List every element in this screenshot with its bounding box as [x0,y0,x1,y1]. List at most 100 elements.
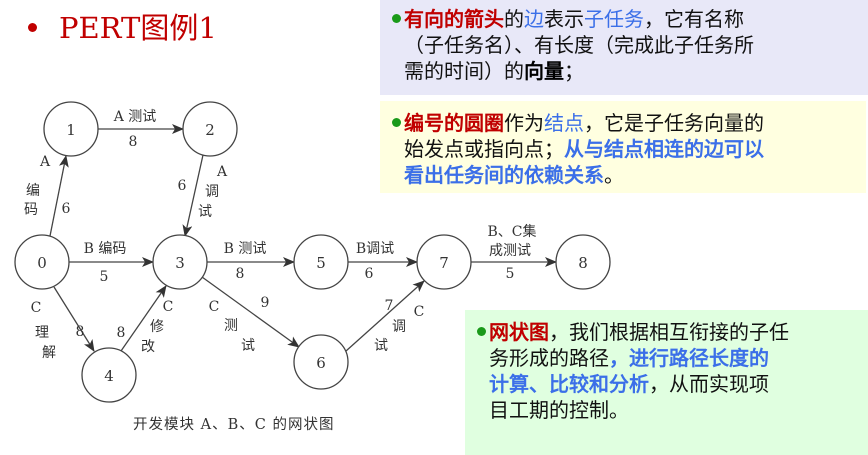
text: 目工期的控制。 [489,398,629,422]
edge-length: 6 [178,178,187,194]
edge-length: 9 [261,295,270,311]
edge-4-3 [120,285,167,352]
note-line: 计算、比较和分析，从而实现项 [477,371,858,397]
edge-0-1 [49,155,69,237]
edge-label: A 测试 [113,109,157,125]
edge-label: B 测试 [224,241,267,257]
emphasis-text: 编号的圆圈 [404,111,504,135]
edge-label: 解 [42,345,56,361]
note-line: 务形成的路径，进行路径长度的 [477,345,858,371]
emphasis-text: 计算、比较和分析 [489,372,649,396]
bullet-icon [477,327,486,336]
emphasis-text: 看出任务间的依赖关系 [404,163,604,187]
node-8 [555,234,611,290]
edge-label: 试 [241,338,255,354]
edge-label: C [163,299,174,315]
text: 务形成的路径 [489,346,609,370]
text: ，它是子任务向量的 [584,111,764,135]
diagram-caption: 开发模块 A、B、C 的网状图 [133,417,335,433]
edge-length: 7 [385,298,394,314]
node-label-4: 4 [104,367,114,385]
bullet-icon [392,118,401,127]
edge-label: 调 [205,184,219,200]
node-0 [14,234,70,290]
edge-label: 试 [198,204,212,220]
edge-length: 5 [506,266,515,282]
edge-label: 成测试 [489,243,531,259]
note-line: 目工期的控制。 [477,397,858,423]
edge-label: B、C集 [488,223,537,240]
node-3 [152,234,208,290]
node-label-0: 0 [37,254,47,272]
edge-6-7 [345,280,425,352]
text: ； [564,59,584,83]
emphasis-text: 网状图 [489,320,549,344]
slide-title: PERT图例1 [28,8,217,48]
edge-label: B调试 [356,241,394,257]
node-label-7: 7 [439,254,449,272]
edge-length: 6 [365,266,374,282]
edge-label: 测 [224,318,238,334]
node-label-6: 6 [316,354,326,372]
emphasis-text: 结点 [544,111,584,135]
node-6 [293,334,349,390]
title-text: PERT图例1 [59,11,217,45]
edge-label: 修 [150,319,164,335]
edge-label: A [216,164,228,180]
note-line: 始发点或指向点；从与结点相连的边可以 [392,136,856,162]
note-line: 需的时间）的向量； [392,58,858,84]
edge-label: 调 [392,319,406,335]
edge-label: A [39,154,51,170]
edge-label: C [209,299,220,315]
text: ，我们根据相互衔接的子任 [549,320,789,344]
node-2 [182,101,238,157]
node-label-5: 5 [316,254,326,272]
edge-label: C [414,304,425,320]
edge-length: 8 [236,266,245,282]
edge-length: 8 [117,325,126,341]
edge-3-6 [201,276,300,348]
note-line: 编号的圆圈作为结点，它是子任务向量的 [392,110,856,136]
node-label-1: 1 [66,121,76,139]
node-5 [293,234,349,290]
text: 表示 [544,7,584,31]
edge-label: 试 [374,338,388,354]
text: 的 [504,7,524,31]
title-bullet-icon [28,22,37,32]
text: 始发点或指向点； [404,137,564,161]
edge-label: B 编码 [84,241,127,257]
emphasis-text: ，进行路径长度的 [609,346,769,370]
note-line: （子任务名）、有长度（完成此子任务所 [392,32,858,58]
text: （子任务名）、有长度（完成此子任务所 [404,33,754,57]
edge-length: 8 [76,324,85,340]
text: ，它有名称 [644,7,744,31]
edge-label: C [31,300,42,316]
bullet-icon [392,14,401,23]
node-7 [416,234,472,290]
note-line: 网状图，我们根据相互衔接的子任 [477,319,858,345]
text: 需的时间）的 [404,59,524,83]
edge-2-3 [182,154,204,237]
edge-label: 改 [141,339,155,355]
node-label-3: 3 [175,254,185,272]
edge-label: 编 [26,183,40,199]
edge-label: 码 [24,202,38,218]
edge-length: 6 [62,201,71,217]
node-1 [43,101,99,157]
emphasis-text: 边 [524,7,544,31]
edge-0-4 [53,286,95,352]
note-box-edges: 有向的箭头的边表示子任务，它有名称 （子任务名）、有长度（完成此子任务所 需的时… [380,0,868,95]
edge-length: 5 [100,269,109,285]
emphasis-text: 有向的箭头 [404,7,504,31]
emphasis-text: 从与结点相连的边可以 [564,137,764,161]
node-label-2: 2 [205,121,215,139]
note-box-network: 网状图，我们根据相互衔接的子任 务形成的路径，进行路径长度的 计算、比较和分析，… [465,310,868,455]
text: 作为 [504,111,544,135]
node-label-8: 8 [578,254,588,272]
text: 。 [604,163,624,187]
note-line: 看出任务间的依赖关系。 [392,162,856,188]
edge-length: 8 [129,134,138,150]
note-line: 有向的箭头的边表示子任务，它有名称 [392,6,858,32]
node-4 [81,347,137,403]
